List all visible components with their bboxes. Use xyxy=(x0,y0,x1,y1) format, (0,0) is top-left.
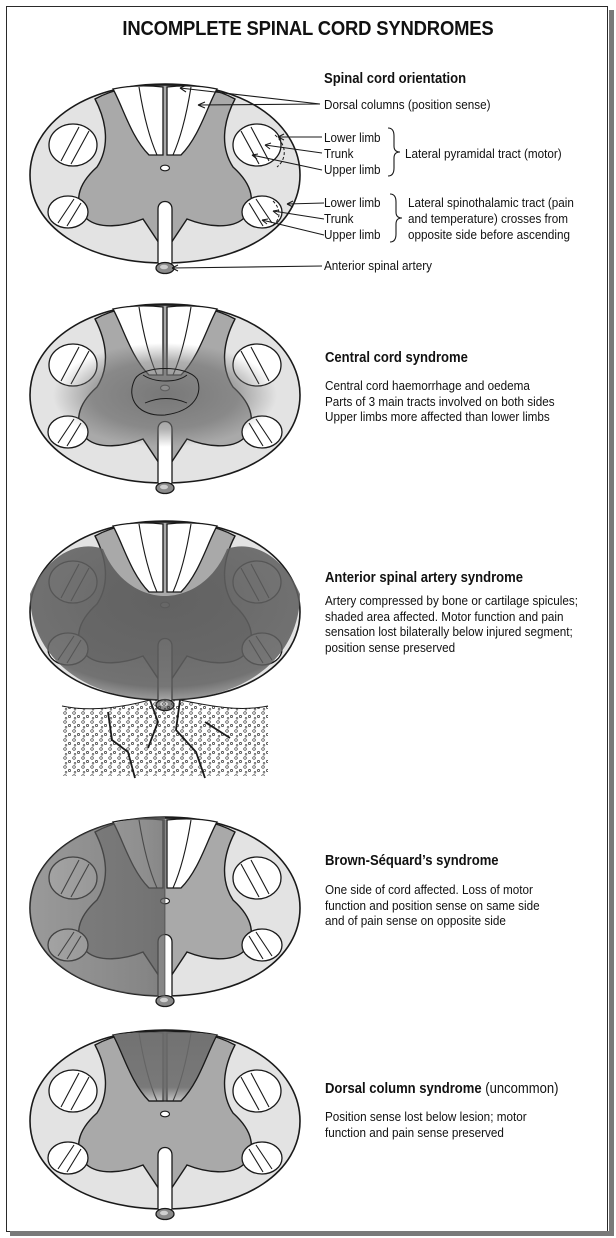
dorsal-heading-main: Dorsal column syndrome xyxy=(325,1081,482,1097)
pyramidal-tract-label: Lateral pyramidal tract (motor) xyxy=(405,146,562,161)
dorsal-description: Position sense lost below lesion; motor … xyxy=(325,1109,527,1140)
spinothalamic-trunk: Trunk xyxy=(324,211,354,226)
dorsal-heading: Dorsal column syndrome (uncommon) xyxy=(325,1081,559,1097)
orientation-heading: Spinal cord orientation xyxy=(324,71,467,87)
spinothalamic-line-1: Lateral spinothalamic tract (pain xyxy=(408,195,574,210)
spinothalamic-line-2: and temperature) crosses from xyxy=(408,211,568,226)
anterior-line-3: sensation lost bilaterally below injured… xyxy=(325,624,573,639)
dorsal-line-1: Position sense lost below lesion; motor xyxy=(325,1109,527,1124)
spinothalamic-line-3: opposite side before ascending xyxy=(408,227,570,242)
central-line-2: Parts of 3 main tracts involved on both … xyxy=(325,393,555,409)
frame-shadow-right xyxy=(609,10,614,1233)
spinothalamic-upper-limb: Upper limb xyxy=(324,227,381,242)
artery-label: Anterior spinal artery xyxy=(324,258,432,273)
pyramidal-lower-limb: Lower limb xyxy=(324,130,381,145)
central-line-3: Upper limbs more affected than lower lim… xyxy=(325,409,550,424)
brown-sequard-description: One side of cord affected. Loss of motor… xyxy=(325,882,540,929)
orientation-leaders xyxy=(171,84,403,272)
cord-brown-sequard xyxy=(29,816,301,1008)
cord-anterior xyxy=(29,520,301,712)
central-line-1: Central cord haemorrhage and oedema xyxy=(325,378,530,393)
brown-sequard-heading: Brown-Séquard’s syndrome xyxy=(325,853,499,869)
brown-sequard-line-1: One side of cord affected. Loss of motor xyxy=(325,882,533,897)
anterior-line-1: Artery compressed by bone or cartilage s… xyxy=(325,593,578,608)
cord-dorsal-column xyxy=(29,1029,301,1221)
central-heading: Central cord syndrome xyxy=(325,350,468,366)
brown-sequard-line-2: function and position sense on same side xyxy=(325,897,540,913)
bone-spicules xyxy=(61,699,269,779)
cord-orientation xyxy=(29,83,301,275)
cord-central xyxy=(29,303,301,495)
dorsal-heading-note: (uncommon) xyxy=(485,1081,559,1097)
dorsal-columns-label: Dorsal columns (position sense) xyxy=(324,97,491,112)
central-description: Central cord haemorrhage and oedema Part… xyxy=(325,378,555,425)
anterior-heading: Anterior spinal artery syndrome xyxy=(325,570,523,586)
pyramidal-upper-limb: Upper limb xyxy=(324,162,381,177)
brown-sequard-line-3: and of pain sense on opposite side xyxy=(325,913,506,928)
anterior-line-2: shaded area affected. Motor function and… xyxy=(325,608,564,624)
frame-shadow-bottom xyxy=(10,1231,614,1236)
anterior-description: Artery compressed by bone or cartilage s… xyxy=(325,593,578,655)
anterior-line-4: position sense preserved xyxy=(325,639,456,655)
dorsal-line-2: function and pain sense preserved xyxy=(325,1124,504,1140)
pyramidal-trunk: Trunk xyxy=(324,146,354,161)
spinothalamic-lower-limb: Lower limb xyxy=(324,195,381,210)
page-title: INCOMPLETE SPINAL CORD SYNDROMES xyxy=(122,17,494,40)
